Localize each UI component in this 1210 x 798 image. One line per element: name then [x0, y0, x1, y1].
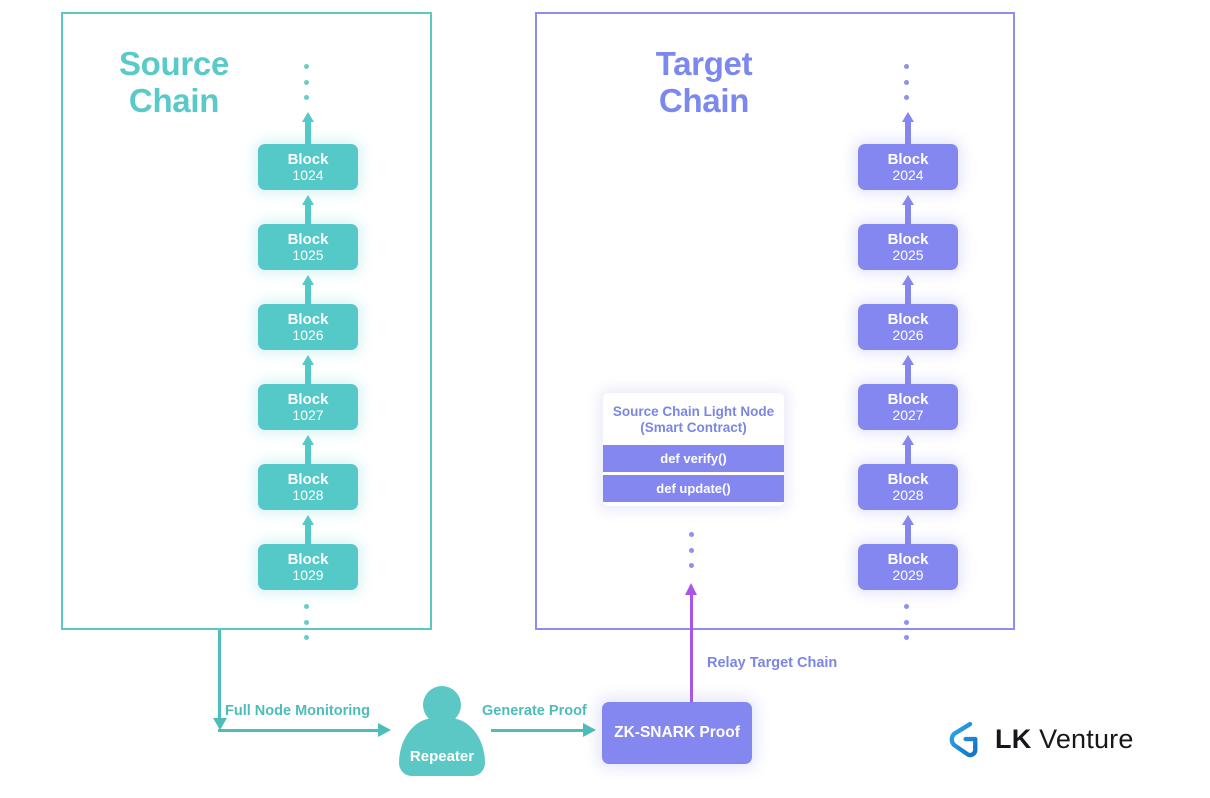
block-number: 1024 — [292, 166, 324, 183]
block-number: 2026 — [892, 326, 924, 343]
block-2026[interactable]: Block 2026 — [858, 304, 958, 350]
light-node-method-update[interactable]: def update() — [603, 474, 784, 502]
source-chain-panel: Source Chain Block 1024 Block 1025 — [61, 12, 432, 640]
full-node-monitoring-horizontal-line — [218, 729, 386, 732]
source-chain-bottom-ellipsis-icon — [304, 604, 312, 640]
source-chain-arrow-1026-1025 — [302, 275, 314, 305]
target-chain-arrow-2027-2026 — [902, 355, 914, 385]
block-number: 1025 — [292, 246, 324, 263]
target-chain-arrow-2025-2024 — [902, 195, 914, 225]
light-node-header: Source Chain Light Node (Smart Contract) — [612, 404, 775, 435]
block-word: Block — [887, 550, 929, 568]
block-number: 2025 — [892, 246, 924, 263]
relay-target-chain-label: Relay Target Chain — [707, 655, 838, 671]
block-2027[interactable]: Block 2027 — [858, 384, 958, 430]
block-1028[interactable]: Block 1028 — [258, 464, 358, 510]
lk-venture-logo: LK Venture — [942, 718, 1134, 760]
block-1024[interactable]: Block 1024 — [258, 144, 358, 190]
generate-proof-label: Generate Proof — [482, 703, 587, 719]
repeater-label: Repeater — [409, 748, 475, 765]
lk-venture-logo-text: LK Venture — [995, 724, 1134, 755]
block-word: Block — [887, 150, 929, 168]
block-word: Block — [887, 230, 929, 248]
target-chain-panel: Target Chain Block 2024 Block 2025 — [535, 12, 1015, 640]
source-chain-arrow-1027-1026 — [302, 355, 314, 385]
repeater-body-shape — [399, 718, 485, 776]
block-number: 2029 — [892, 566, 924, 583]
zk-snark-proof-label: ZK-SNARK Proof — [614, 724, 740, 741]
target-chain-arrow-2029-2028 — [902, 515, 914, 545]
repeater-person-icon[interactable]: Repeater — [396, 686, 488, 776]
block-1027[interactable]: Block 1027 — [258, 384, 358, 430]
source-chain-top-arrow-icon — [302, 112, 314, 144]
block-1029[interactable]: Block 1029 — [258, 544, 358, 590]
block-number: 2027 — [892, 406, 924, 423]
block-word: Block — [887, 310, 929, 328]
light-node-ellipsis-icon — [689, 532, 697, 568]
block-number: 2024 — [892, 166, 924, 183]
source-chain-arrow-1028-1027 — [302, 435, 314, 465]
generate-proof-line — [491, 729, 585, 732]
block-word: Block — [887, 390, 929, 408]
light-node-method-verify[interactable]: def verify() — [603, 444, 784, 472]
target-chain-top-arrow-icon — [902, 112, 914, 144]
block-word: Block — [287, 150, 329, 168]
block-word: Block — [887, 470, 929, 488]
source-chain-arrow-1029-1028 — [302, 515, 314, 545]
logo-text-light: Venture — [1031, 723, 1134, 754]
full-node-monitoring-label: Full Node Monitoring — [225, 703, 370, 719]
logo-text-bold: LK — [995, 723, 1032, 754]
target-chain-arrow-2028-2027 — [902, 435, 914, 465]
block-1025[interactable]: Block 1025 — [258, 224, 358, 270]
source-chain-title: Source Chain — [118, 45, 230, 119]
block-2024[interactable]: Block 2024 — [858, 144, 958, 190]
block-2025[interactable]: Block 2025 — [858, 224, 958, 270]
target-chain-bottom-ellipsis-icon — [904, 604, 912, 640]
full-node-monitoring-right-arrowhead-icon — [378, 723, 391, 737]
block-2029[interactable]: Block 2029 — [858, 544, 958, 590]
target-chain-title: Target Chain — [655, 45, 753, 119]
block-number: 1029 — [292, 566, 324, 583]
block-number: 2028 — [892, 486, 924, 503]
block-1026[interactable]: Block 1026 — [258, 304, 358, 350]
block-word: Block — [287, 550, 329, 568]
source-chain-arrow-1025-1024 — [302, 195, 314, 225]
block-number: 1028 — [292, 486, 324, 503]
target-chain-arrow-2026-2025 — [902, 275, 914, 305]
full-node-monitoring-vertical-line — [218, 630, 221, 722]
block-word: Block — [287, 230, 329, 248]
lk-venture-logo-mark-icon — [949, 721, 978, 758]
source-chain-light-node-card[interactable]: Source Chain Light Node (Smart Contract)… — [603, 393, 784, 506]
source-chain-top-ellipsis-icon — [304, 64, 312, 100]
block-2028[interactable]: Block 2028 — [858, 464, 958, 510]
block-number: 1026 — [292, 326, 324, 343]
target-chain-top-ellipsis-icon — [904, 64, 912, 100]
zk-snark-proof-box[interactable]: ZK-SNARK Proof — [602, 702, 752, 764]
block-word: Block — [287, 470, 329, 488]
block-number: 1027 — [292, 406, 324, 423]
generate-proof-arrowhead-icon — [583, 723, 596, 737]
block-word: Block — [287, 390, 329, 408]
block-word: Block — [287, 310, 329, 328]
full-node-monitoring-down-arrowhead-icon — [213, 718, 227, 730]
relay-target-chain-arrow-icon — [685, 583, 697, 705]
repeater-head-shape — [423, 686, 461, 724]
